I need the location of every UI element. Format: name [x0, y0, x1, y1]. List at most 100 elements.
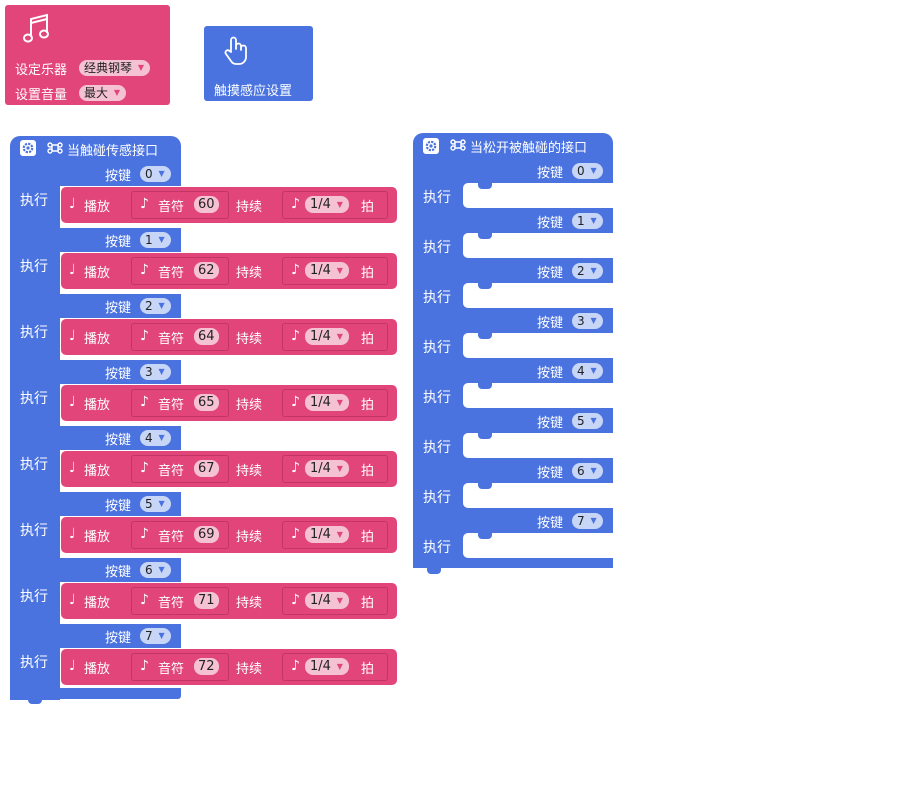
- note-label: 音符: [158, 332, 185, 347]
- note-value[interactable]: 65: [194, 394, 219, 411]
- duration-slot[interactable]: ♪1/4▼拍: [282, 323, 388, 351]
- key-label: 按键: [537, 516, 564, 531]
- key-dropdown[interactable]: 1▼: [140, 232, 171, 248]
- gear-icon[interactable]: [20, 140, 36, 156]
- beat-label: 拍: [361, 662, 375, 677]
- key-label: 按键: [537, 366, 564, 381]
- slot-notch: [478, 383, 492, 389]
- note-icon: ♪: [140, 328, 149, 344]
- dropdown-arrow-icon: ▼: [336, 398, 343, 407]
- do-label: 执行: [20, 457, 48, 473]
- note-icon: ♪: [140, 592, 149, 608]
- duration-slot[interactable]: ♪1/4▼拍: [282, 455, 388, 483]
- key-dropdown[interactable]: 7▼: [572, 513, 603, 529]
- dropdown-arrow-icon: ▼: [158, 169, 165, 178]
- duration-slot[interactable]: ♪1/4▼拍: [282, 653, 388, 681]
- key-value: 0: [145, 167, 153, 181]
- note-value[interactable]: 64: [194, 328, 219, 345]
- play-label: 播放: [84, 332, 111, 347]
- key-dropdown[interactable]: 5▼: [572, 413, 603, 429]
- key-dropdown[interactable]: 4▼: [572, 363, 603, 379]
- note-value[interactable]: 67: [194, 460, 219, 477]
- key-dropdown[interactable]: 1▼: [572, 213, 603, 229]
- touch-settings-block[interactable]: 触摸感应设置: [204, 26, 313, 101]
- note-value[interactable]: 60: [194, 196, 219, 213]
- key-label: 按键: [537, 266, 564, 281]
- slot-notch: [478, 433, 492, 439]
- key-value: 7: [145, 629, 153, 643]
- duration-value: 1/4: [310, 329, 331, 344]
- note-label: 音符: [158, 200, 185, 215]
- key-value: 2: [145, 299, 153, 313]
- key-dropdown[interactable]: 5▼: [140, 496, 171, 512]
- duration-slot[interactable]: ♪1/4▼拍: [282, 521, 388, 549]
- duration-dropdown[interactable]: 1/4▼: [305, 196, 349, 213]
- key-label: 按键: [105, 235, 132, 250]
- dropdown-arrow-icon: ▼: [113, 88, 121, 97]
- duration-slot[interactable]: ♪1/4▼拍: [282, 191, 388, 219]
- note-value[interactable]: 71: [194, 592, 219, 609]
- key-dropdown[interactable]: 3▼: [140, 364, 171, 380]
- duration-slot[interactable]: ♪1/4▼拍: [282, 257, 388, 285]
- key-dropdown[interactable]: 2▼: [572, 263, 603, 279]
- do-label: 执行: [423, 190, 451, 206]
- key-dropdown[interactable]: 7▼: [140, 628, 171, 644]
- note-icon: ♪: [140, 460, 149, 476]
- key-dropdown[interactable]: 6▼: [140, 562, 171, 578]
- duration-value: 1/4: [310, 527, 331, 542]
- dropdown-arrow-icon: ▼: [336, 200, 343, 209]
- key-label: 按键: [105, 631, 132, 646]
- key-value: 5: [577, 414, 585, 428]
- key-dropdown[interactable]: 3▼: [572, 313, 603, 329]
- note-slot[interactable]: ♪ 音符 60: [131, 191, 229, 219]
- duration-label: 持续: [236, 332, 263, 347]
- duration-dropdown[interactable]: 1/4▼: [305, 592, 349, 609]
- duration-slot[interactable]: ♪1/4▼拍: [282, 389, 388, 417]
- key-dropdown[interactable]: 0▼: [140, 166, 171, 182]
- note-value[interactable]: 69: [194, 526, 219, 543]
- key-dropdown[interactable]: 6▼: [572, 463, 603, 479]
- note-label: 音符: [158, 530, 185, 545]
- key-value: 7: [577, 514, 585, 528]
- do-label: 执行: [423, 540, 451, 556]
- volume-dropdown[interactable]: 最大 ▼: [79, 85, 127, 101]
- key-dropdown[interactable]: 4▼: [140, 430, 171, 446]
- duration-dropdown[interactable]: 1/4▼: [305, 460, 349, 477]
- note-value[interactable]: 62: [194, 262, 219, 279]
- key-dropdown[interactable]: 0▼: [572, 163, 603, 179]
- note-icon: ♪: [291, 526, 300, 542]
- duration-slot[interactable]: ♪1/4▼拍: [282, 587, 388, 615]
- set-instrument-block[interactable]: 设定乐器 经典钢琴 ▼ 设置音量 最大 ▼: [5, 5, 170, 105]
- gear-icon[interactable]: [423, 138, 439, 154]
- note-icon: ♪: [291, 460, 300, 476]
- instrument-dropdown[interactable]: 经典钢琴 ▼: [79, 60, 151, 76]
- duration-dropdown[interactable]: 1/4▼: [305, 526, 349, 543]
- dropdown-arrow-icon: ▼: [590, 416, 597, 425]
- note-value[interactable]: 72: [194, 658, 219, 675]
- instrument-value: 经典钢琴: [84, 61, 133, 75]
- note-label: 音符: [158, 266, 185, 281]
- key-label: 按键: [105, 169, 132, 184]
- note-icon: ♪: [140, 196, 149, 212]
- duration-dropdown[interactable]: 1/4▼: [305, 262, 349, 279]
- key-dropdown[interactable]: 2▼: [140, 298, 171, 314]
- dropdown-arrow-icon: ▼: [158, 235, 165, 244]
- duration-dropdown[interactable]: 1/4▼: [305, 328, 349, 345]
- note-slot[interactable]: ♪ 音符 64: [131, 323, 229, 351]
- duration-dropdown[interactable]: 1/4▼: [305, 658, 349, 675]
- duration-dropdown[interactable]: 1/4▼: [305, 394, 349, 411]
